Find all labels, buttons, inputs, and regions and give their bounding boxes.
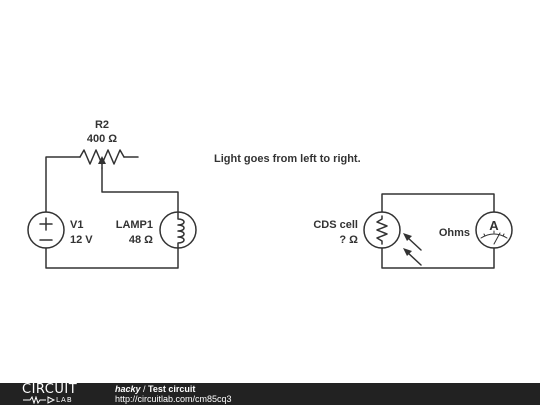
right-circuit-wires	[381, 193, 495, 269]
lamp1-value-label: 48 Ω	[129, 234, 153, 246]
footer-separator: /	[140, 384, 149, 394]
light-arrow-2	[406, 251, 422, 266]
voltage-source-v1[interactable]	[27, 211, 65, 249]
schematic-canvas: R2 400 Ω V1 12 V LAMP1 48 Ω Light goes f…	[27, 119, 513, 269]
logo-bottom-text: LAB	[56, 396, 73, 404]
light-direction-note: Light goes from left to right.	[214, 153, 361, 165]
cds-name-label: CDS cell	[313, 219, 358, 231]
wiper-arrowhead	[98, 156, 106, 164]
meter-symbol: A	[489, 218, 499, 233]
logo-top-text: CIRCUIT	[22, 382, 78, 397]
source-circle	[27, 211, 65, 249]
wire-wiper	[101, 167, 179, 213]
meter-circle	[475, 211, 513, 249]
left-circuit-wires	[45, 156, 179, 269]
cds-circle	[363, 211, 401, 249]
footer-url-link[interactable]: http://circuitlab.com/cm85cq3	[115, 394, 232, 404]
v1-value-label: 12 V	[70, 234, 93, 246]
footer-meta: hacky / Test circuit http://circuitlab.c…	[115, 384, 232, 404]
wire-v1-top	[45, 156, 81, 213]
cds-zigzag	[376, 215, 388, 245]
footer-user-link[interactable]: hacky	[115, 384, 141, 394]
v1-name-label: V1	[70, 219, 83, 231]
meter-needle-icon	[493, 232, 501, 245]
lamp-filament-icon	[177, 211, 185, 249]
light-arrow-1	[406, 236, 422, 251]
potentiometer-r2[interactable]	[79, 149, 125, 169]
wire-bottom	[45, 247, 179, 269]
meter-scale-arc-icon	[480, 233, 508, 239]
footer-bar: CIRCUIT LAB hacky / Test circuit http://…	[0, 383, 540, 405]
lamp-lamp1[interactable]	[159, 211, 197, 249]
wire-right-top	[381, 193, 495, 213]
r2-value-label: 400 Ω	[87, 133, 117, 145]
cds-value-label: ? Ω	[339, 234, 358, 246]
r2-name-label: R2	[95, 119, 109, 131]
footer-circuit-title: Test circuit	[148, 384, 196, 394]
plus-sign-icon	[39, 217, 53, 231]
light-arrowhead-1-icon	[403, 233, 412, 241]
light-arrowhead-2-icon	[403, 248, 412, 256]
ohmmeter-label: Ohms	[439, 227, 470, 239]
meter-ticks-icon	[483, 230, 505, 237]
logo-circuit-icon	[23, 396, 56, 404]
wire-right-bottom	[381, 247, 495, 269]
ohmmeter[interactable]: A	[475, 211, 513, 249]
lamp1-name-label: LAMP1	[116, 219, 153, 231]
circuitlab-logo[interactable]: CIRCUIT LAB	[22, 382, 94, 404]
photoresistor-cds-cell[interactable]	[363, 211, 422, 266]
